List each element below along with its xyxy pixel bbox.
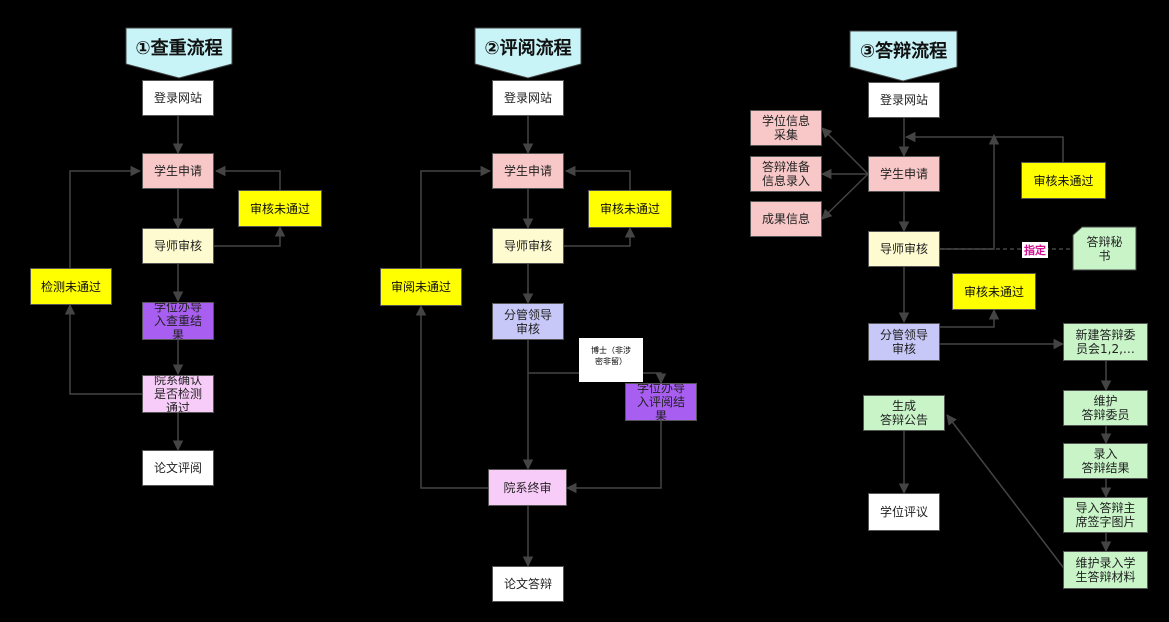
flow3-members-node[interactable]: 维护 答辩委员 [1063, 390, 1148, 426]
flow2-final-node[interactable]: 院系终审 [488, 469, 567, 506]
flow3-assign-label: 指定 [1022, 242, 1048, 258]
flow1-title: ①查重流程 [135, 38, 223, 59]
flow3-secretary-node[interactable]: 答辩秘 书 [1086, 234, 1123, 263]
flow1-apply-node[interactable]: 学生申请 [142, 153, 214, 189]
flow2-import-node[interactable]: 学位办导 入评阅结 果 [625, 383, 697, 421]
flow1-audit-fail-node[interactable]: 审核未通过 [238, 190, 322, 227]
flow3-prep-node[interactable]: 答辩准备 信息录入 [750, 156, 822, 192]
flow3-committee-node[interactable]: 新建答辩委 员会1,2,… [1063, 323, 1148, 361]
flow3-info-node[interactable]: 学位信息 采集 [750, 110, 822, 146]
flow3-title: ③答辩流程 [859, 41, 948, 62]
flow2-login-node[interactable]: 登录网站 [492, 80, 564, 116]
flow1-check-fail-node[interactable]: 检测未通过 [30, 268, 112, 305]
flow2-review-fail-node[interactable]: 审阅未通过 [380, 268, 462, 306]
flow3-materials-node[interactable]: 维护录入学 生答辩材料 [1063, 551, 1148, 589]
flow2-advisor-node[interactable]: 导师审核 [492, 228, 564, 264]
flow1-review-node[interactable]: 论文评阅 [142, 450, 214, 486]
flow3-import-sign-node[interactable]: 导入答辩主 席签字图片 [1063, 497, 1148, 533]
flow1-advisor-node[interactable]: 导师审核 [142, 228, 214, 264]
flow1-confirm-node[interactable]: 院系确认 是否检测 通过 [142, 375, 214, 413]
flow2-apply-node[interactable]: 学生申请 [492, 153, 564, 189]
flow2-defense-node[interactable]: 论文答辩 [492, 566, 564, 602]
flow1-login-node[interactable]: 登录网站 [142, 80, 214, 116]
flow2-leader-node[interactable]: 分管领导 审核 [492, 303, 564, 340]
flow2-audit-fail-node[interactable]: 审核未通过 [588, 190, 672, 228]
flow3-result-info-node[interactable]: 成果信息 [750, 201, 822, 237]
flow2-branch-note: 博士（非涉 密非留） [579, 338, 643, 382]
flow3-notice-node[interactable]: 生成 答辩公告 [863, 395, 945, 431]
flow3-audit-fail-mid-node[interactable]: 审核未通过 [952, 273, 1036, 310]
flow3-apply-node[interactable]: 学生申请 [868, 156, 940, 192]
flow3-audit-fail-top-node[interactable]: 审核未通过 [1021, 162, 1106, 199]
flow3-advisor-node[interactable]: 导师审核 [868, 231, 940, 267]
flow3-leader-node[interactable]: 分管领导 审核 [868, 323, 940, 361]
flow3-login-node[interactable]: 登录网站 [868, 82, 940, 118]
flow2-title: ②评阅流程 [484, 38, 572, 59]
flow3-degree-node[interactable]: 学位评议 [868, 493, 940, 531]
flow1-import-node[interactable]: 学位办导 入查重结 果 [142, 302, 214, 340]
flow3-record-node[interactable]: 录入 答辩结果 [1063, 443, 1148, 479]
